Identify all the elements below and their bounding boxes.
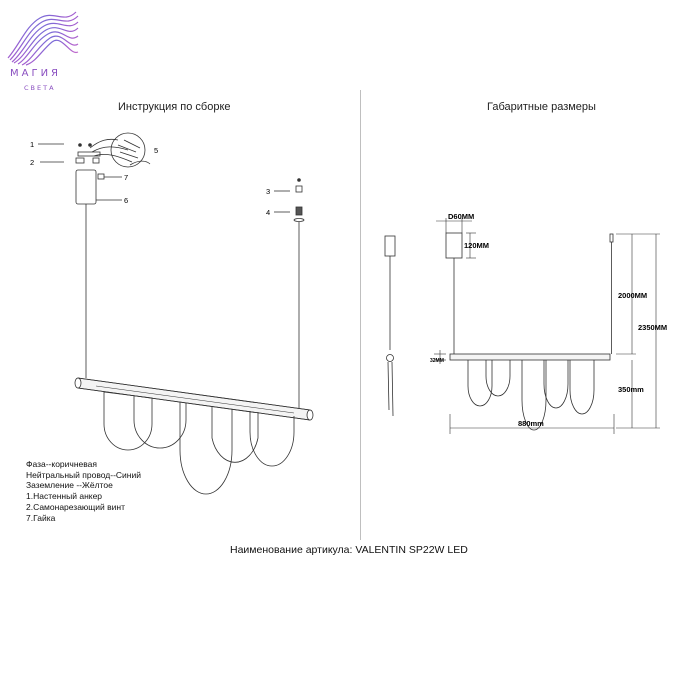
- dimension-lines: [434, 218, 660, 434]
- dim-shade-drop: 350mm: [618, 385, 644, 394]
- note-screw: 2.Самонарезающий винт: [26, 501, 126, 512]
- front-view: [445, 232, 614, 431]
- logo-word: МАГИЯ: [10, 68, 61, 79]
- dim-bar-height: 32MM: [430, 358, 444, 364]
- note-nut: 7.Гайка: [26, 512, 56, 523]
- divider-line: [360, 90, 361, 540]
- callout-2: 2: [30, 158, 34, 167]
- callout-6: 6: [124, 196, 128, 205]
- wiring-notes: Фаза--коричневая Нейтральный провод--Син…: [26, 459, 141, 523]
- logo-wave-icon: [7, 11, 79, 66]
- callout-4: 4: [266, 208, 270, 217]
- terminal-detail-circle: [110, 132, 146, 168]
- dim-canopy-height: 120MM: [464, 241, 489, 250]
- dim-total-height: 2350MM: [638, 323, 667, 332]
- note-neutral: Нейтральный провод--Синий: [26, 469, 141, 480]
- note-phase: Фаза--коричневая: [26, 459, 97, 469]
- dimensions-heading: Габаритные размеры: [487, 101, 596, 113]
- callout-7: 7: [124, 173, 128, 182]
- logo-subword: СВЕТА: [24, 84, 56, 92]
- note-anchor: 1.Настенный анкер: [26, 491, 103, 502]
- side-view: [384, 235, 396, 417]
- light-bar: [74, 377, 314, 421]
- assembly-heading: Инструкция по сборке: [118, 101, 231, 113]
- note-ground: Заземление --Жёлтое: [26, 480, 113, 491]
- dimensions-drawing: D60MM 120MM 2000MM 2350MM 32MM 350mm 880…: [384, 212, 667, 434]
- canopy-shape: [75, 169, 97, 205]
- brand-logo: МАГИЯ СВЕТА: [6, 6, 80, 96]
- callout-1: 1: [30, 140, 34, 149]
- shade-group: [103, 391, 295, 495]
- dim-length: 880mm: [518, 419, 544, 428]
- article-name: Наименование артикула: VALENTIN SP22W LE…: [230, 544, 468, 556]
- callout-3: 3: [266, 187, 270, 196]
- assembly-drawing: 1 2 3 4 5 6 7: [30, 132, 314, 495]
- dim-cable-length: 2000MM: [618, 291, 647, 300]
- dim-canopy-width: D60MM: [448, 212, 474, 221]
- callout-5: 5: [154, 146, 158, 155]
